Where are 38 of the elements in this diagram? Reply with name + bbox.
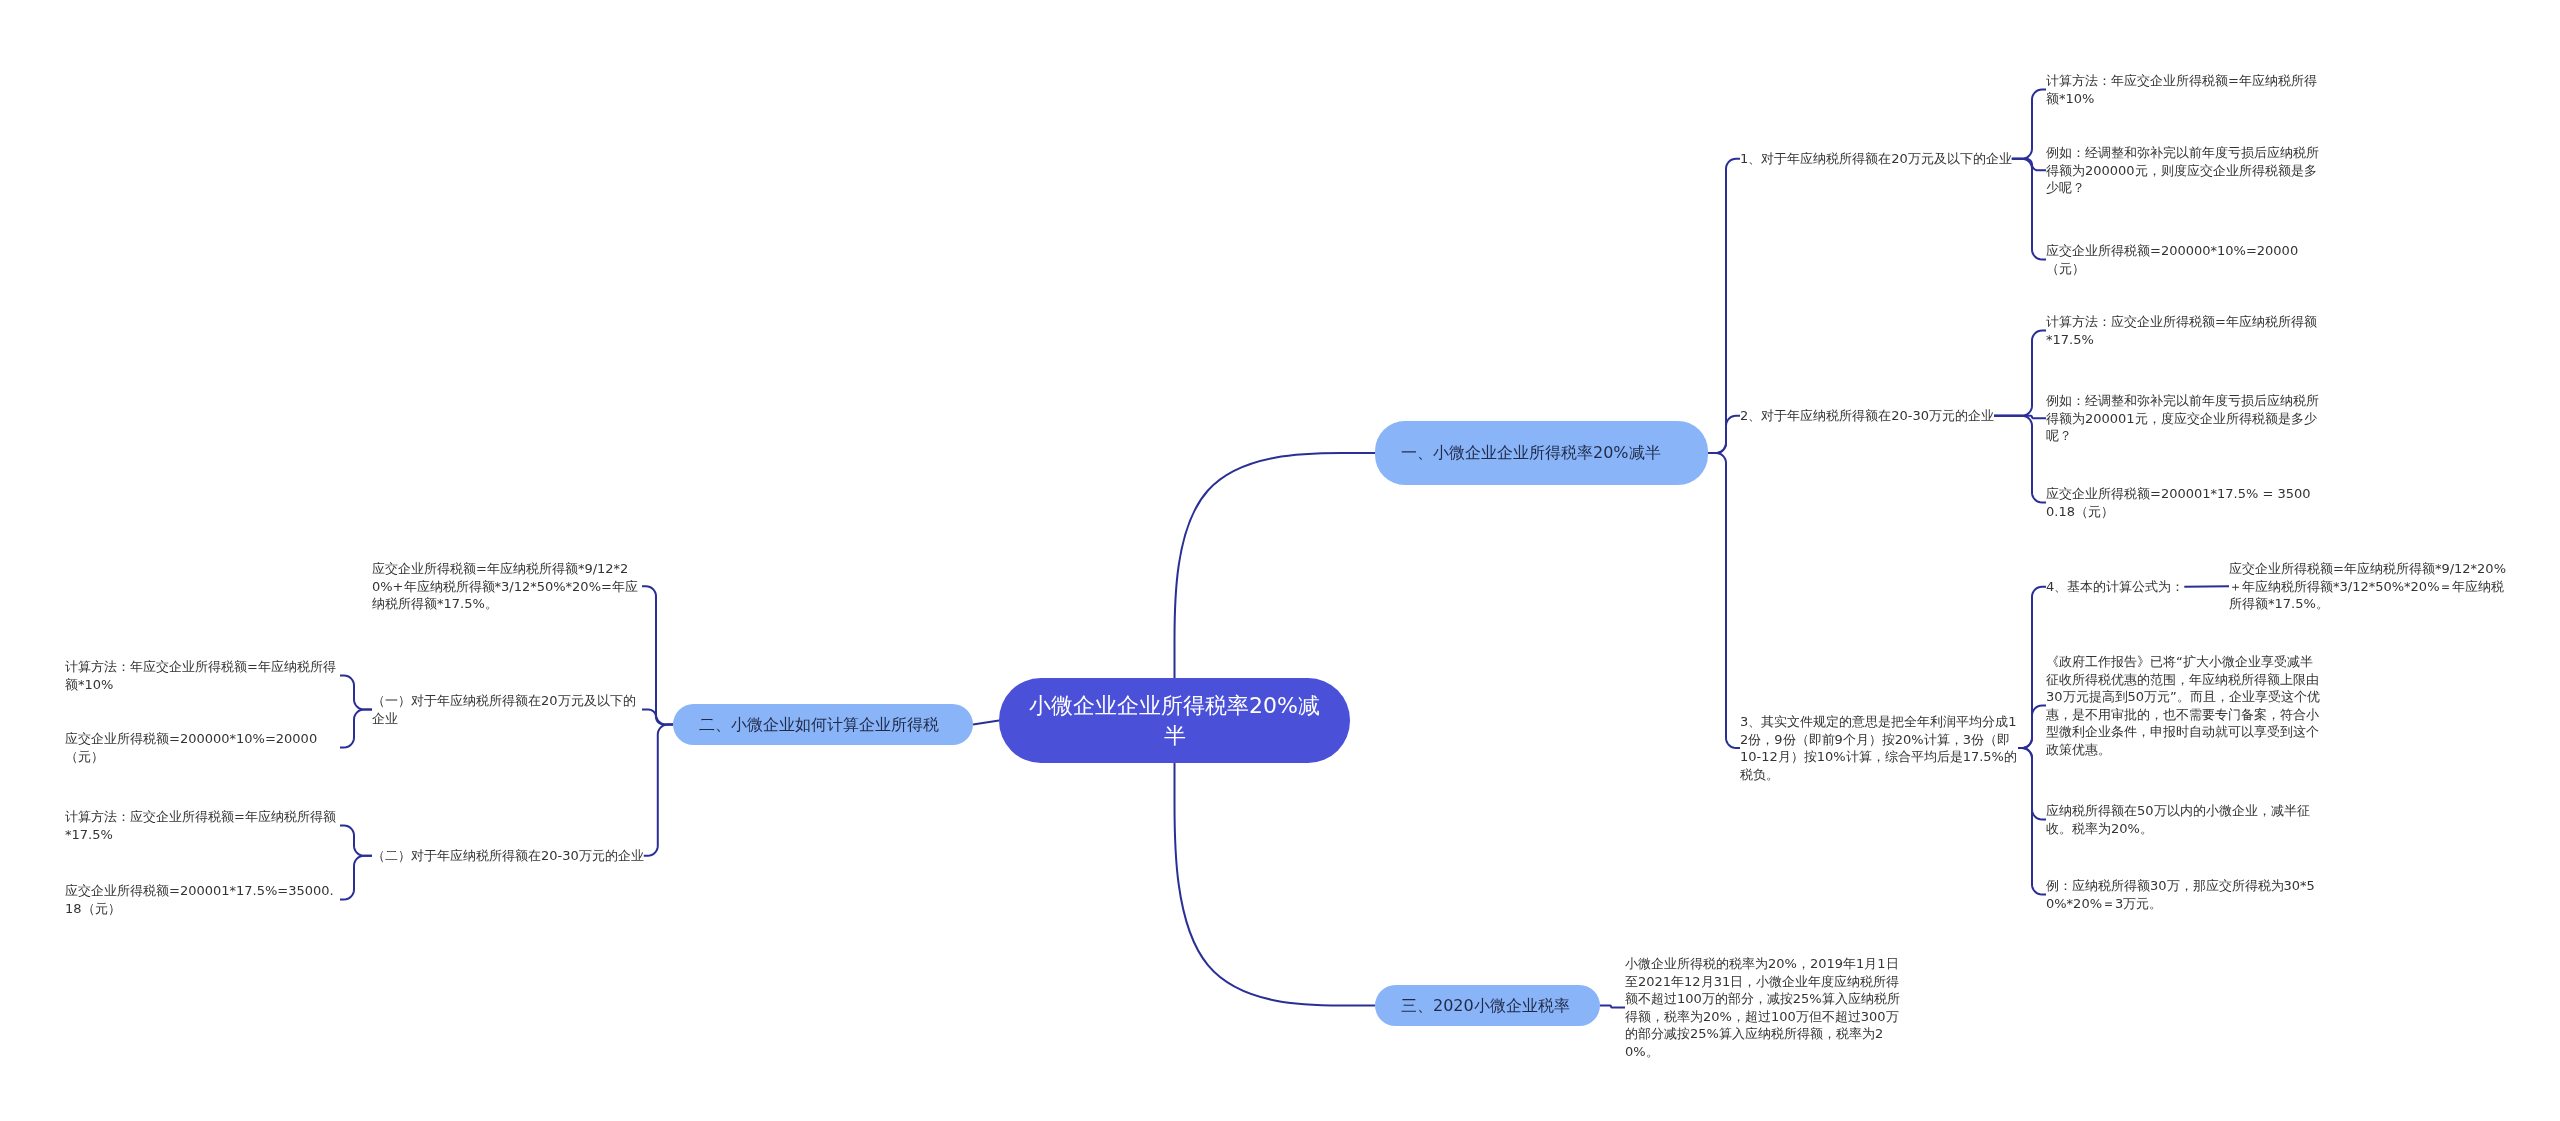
branch-topic: 一、小微企业企业所得税率20%减半: [1375, 421, 1708, 485]
connector-line: [2010, 157, 2047, 261]
topic-text: 应交企业所得税额=年应纳税所得额*9/12*20%+年应纳税所得额*3/12*50%*20%=年应纳税所得额*17.5%。: [372, 560, 642, 613]
connector-line: [642, 723, 674, 857]
connector-line: [2017, 747, 2047, 896]
topic-text: 计算方法：年应交企业所得税额=年应纳税所得额*10%: [2046, 72, 2321, 107]
central-topic: 小微企业企业所得税率20%减半: [999, 678, 1350, 763]
topic-text: 2、对于年应纳税所得额在20-30万元的企业: [1740, 407, 1995, 425]
connector-line: [1173, 452, 1376, 679]
topic-text: 计算方法：应交企业所得税额=年应纳税所得额*17.5%: [2046, 313, 2321, 348]
topic-text: 例如：经调整和弥补完以前年度亏损后应纳税所得额为200001元，度应交企业所得税额是多少呢？: [2046, 392, 2321, 445]
connector-line: [1993, 414, 2047, 504]
topic-text: 应交企业所得税额=年应纳税所得额*9/12*20%＋年应纳税所得额*3/12*50%*20%＝年应纳税所得额*17.5%。: [2229, 560, 2509, 613]
connector-line: [1707, 452, 1741, 749]
topic-text: （二）对于年应纳税所得额在20-30万元的企业: [372, 847, 644, 865]
connector-line: [339, 708, 373, 749]
topic-text: 《政府工作报告》已将“扩大小微企业享受减半征收所得税优惠的范围，年应纳税所得额上限由30万元提高到50万元”。而且，企业享受这个优惠，是不用审批的，也不需要专门备案，符合小型微利企业条件，申报时自动就可以享受到这个政策优惠。: [2046, 653, 2321, 758]
branch-topic: 二、小微企业如何计算企业所得税: [673, 704, 973, 745]
connector-line: [339, 854, 373, 901]
topic-text: 1、对于年应纳税所得额在20万元及以下的企业: [1740, 150, 2012, 168]
topic-text: 例如：经调整和弥补完以前年度亏损后应纳税所得额为200000元，则度应交企业所得税额是多少呢？: [2046, 144, 2321, 197]
topic-text: （一）对于年应纳税所得额在20万元及以下的企业: [372, 692, 642, 727]
connector-line: [1173, 762, 1376, 1007]
topic-text: 小微企业所得税的税率为20%，2019年1月1日至2021年12月31日，小微企业年度应纳税所得额不超过100万的部分，减按25%算入应纳税所得额，税率为20%，超过100万但不超过300万的部分减按25%算入应纳税所得额，税率为20%。: [1625, 955, 1910, 1060]
topic-text: 应交企业所得税额=200001*17.5% = 35000.18（元）: [2046, 485, 2321, 520]
topic-text: 计算方法：应交企业所得税额=年应纳税所得额*17.5%: [65, 808, 340, 843]
connector-line: [972, 719, 1000, 726]
topic-text: 应交企业所得税额=200001*17.5%=35000.18（元）: [65, 882, 340, 917]
topic-text: 4、基本的计算公式为：: [2046, 578, 2185, 596]
topic-text: 3、其实文件规定的意思是把全年利润平均分成12份，9份（即前9个月）按20%计算，3份（即10-12月）按10%计算，综合平均后是17.5%的税负。: [1740, 713, 2018, 783]
topic-text: 应交企业所得税额=200000*10%=20000（元）: [2046, 242, 2321, 277]
connector-line: [2183, 585, 2230, 588]
topic-text: 例：应纳税所得额30万，那应交所得税为30*50%*20%＝3万元。: [2046, 877, 2321, 912]
topic-text: 应交企业所得税额=200000*10%=20000（元）: [65, 730, 340, 765]
connector-line: [1599, 1004, 1626, 1009]
topic-text: 计算方法：年应交企业所得税额=年应纳税所得额*10%: [65, 658, 340, 693]
branch-topic: 三、2020小微企业税率: [1375, 985, 1600, 1026]
topic-text: 应纳税所得额在50万以内的小微企业，减半征收。税率为20%。: [2046, 802, 2321, 837]
